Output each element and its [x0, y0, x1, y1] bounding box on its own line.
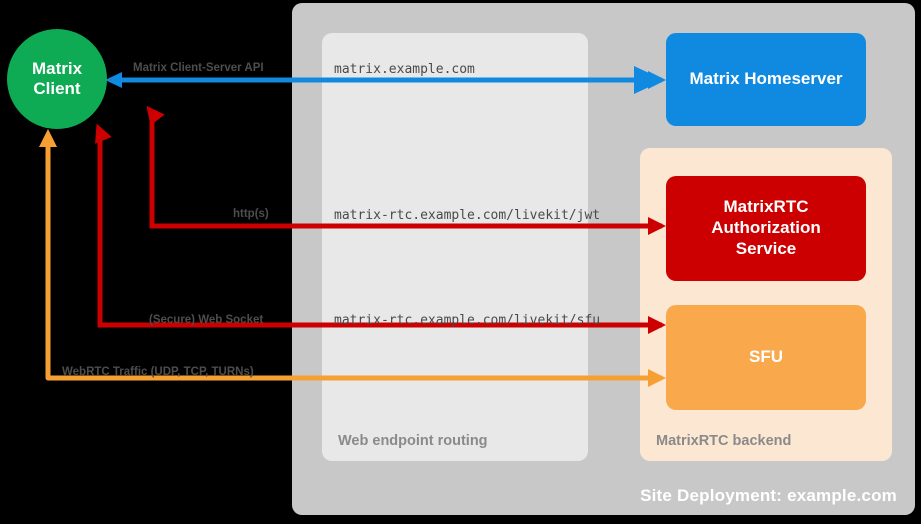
node-auth-line3: Service: [735, 238, 797, 258]
node-sfu[interactable]: SFU: [666, 305, 866, 410]
node-matrix-client-line2: Client: [33, 79, 81, 98]
edge-matrixrtc-auth-http-head-client: [146, 105, 165, 126]
node-auth-line1: MatrixRTC: [723, 197, 809, 217]
web-endpoint-routing-label: Web endpoint routing: [338, 433, 488, 449]
node-matrixrtc-authorization-service[interactable]: MatrixRTC Authorization Service: [666, 176, 866, 281]
node-sfu-label: SFU: [749, 347, 783, 367]
edge-matrixrtc-sfu-websocket-head-client: [95, 123, 112, 144]
node-matrix-homeserver[interactable]: Matrix Homeserver: [666, 33, 866, 126]
site-deployment-label: Site Deployment: example.com: [640, 486, 897, 505]
edge-label-matrix-client-server-api: Matrix Client-Server API: [133, 62, 264, 74]
edge-matrix-client-server-api-head-left: [105, 72, 122, 88]
edge-label-webrtc-traffic: WebRTC Traffic (UDP, TCP, TURNs): [62, 366, 254, 378]
node-matrix-homeserver-label: Matrix Homeserver: [689, 69, 843, 89]
node-matrix-client[interactable]: Matrix Client: [7, 29, 107, 129]
node-matrix-client-line1: Matrix: [31, 58, 83, 78]
url-label-livekit-sfu: matrix-rtc.example.com/livekit/sfu: [334, 313, 601, 328]
edge-label-http: http(s): [233, 208, 269, 220]
web-endpoint-routing-container: Web endpoint routing: [322, 33, 588, 461]
matrixrtc-backend-label: MatrixRTC backend: [656, 433, 792, 449]
url-label-livekit-jwt: matrix-rtc.example.com/livekit/jwt: [334, 208, 601, 223]
node-auth-line2: Authorization: [711, 218, 821, 238]
edge-label-web-socket: (Secure) Web Socket: [149, 314, 264, 326]
url-label-matrix-example-com: matrix.example.com: [334, 62, 475, 77]
edge-webrtc-media-head-client: [39, 129, 57, 147]
